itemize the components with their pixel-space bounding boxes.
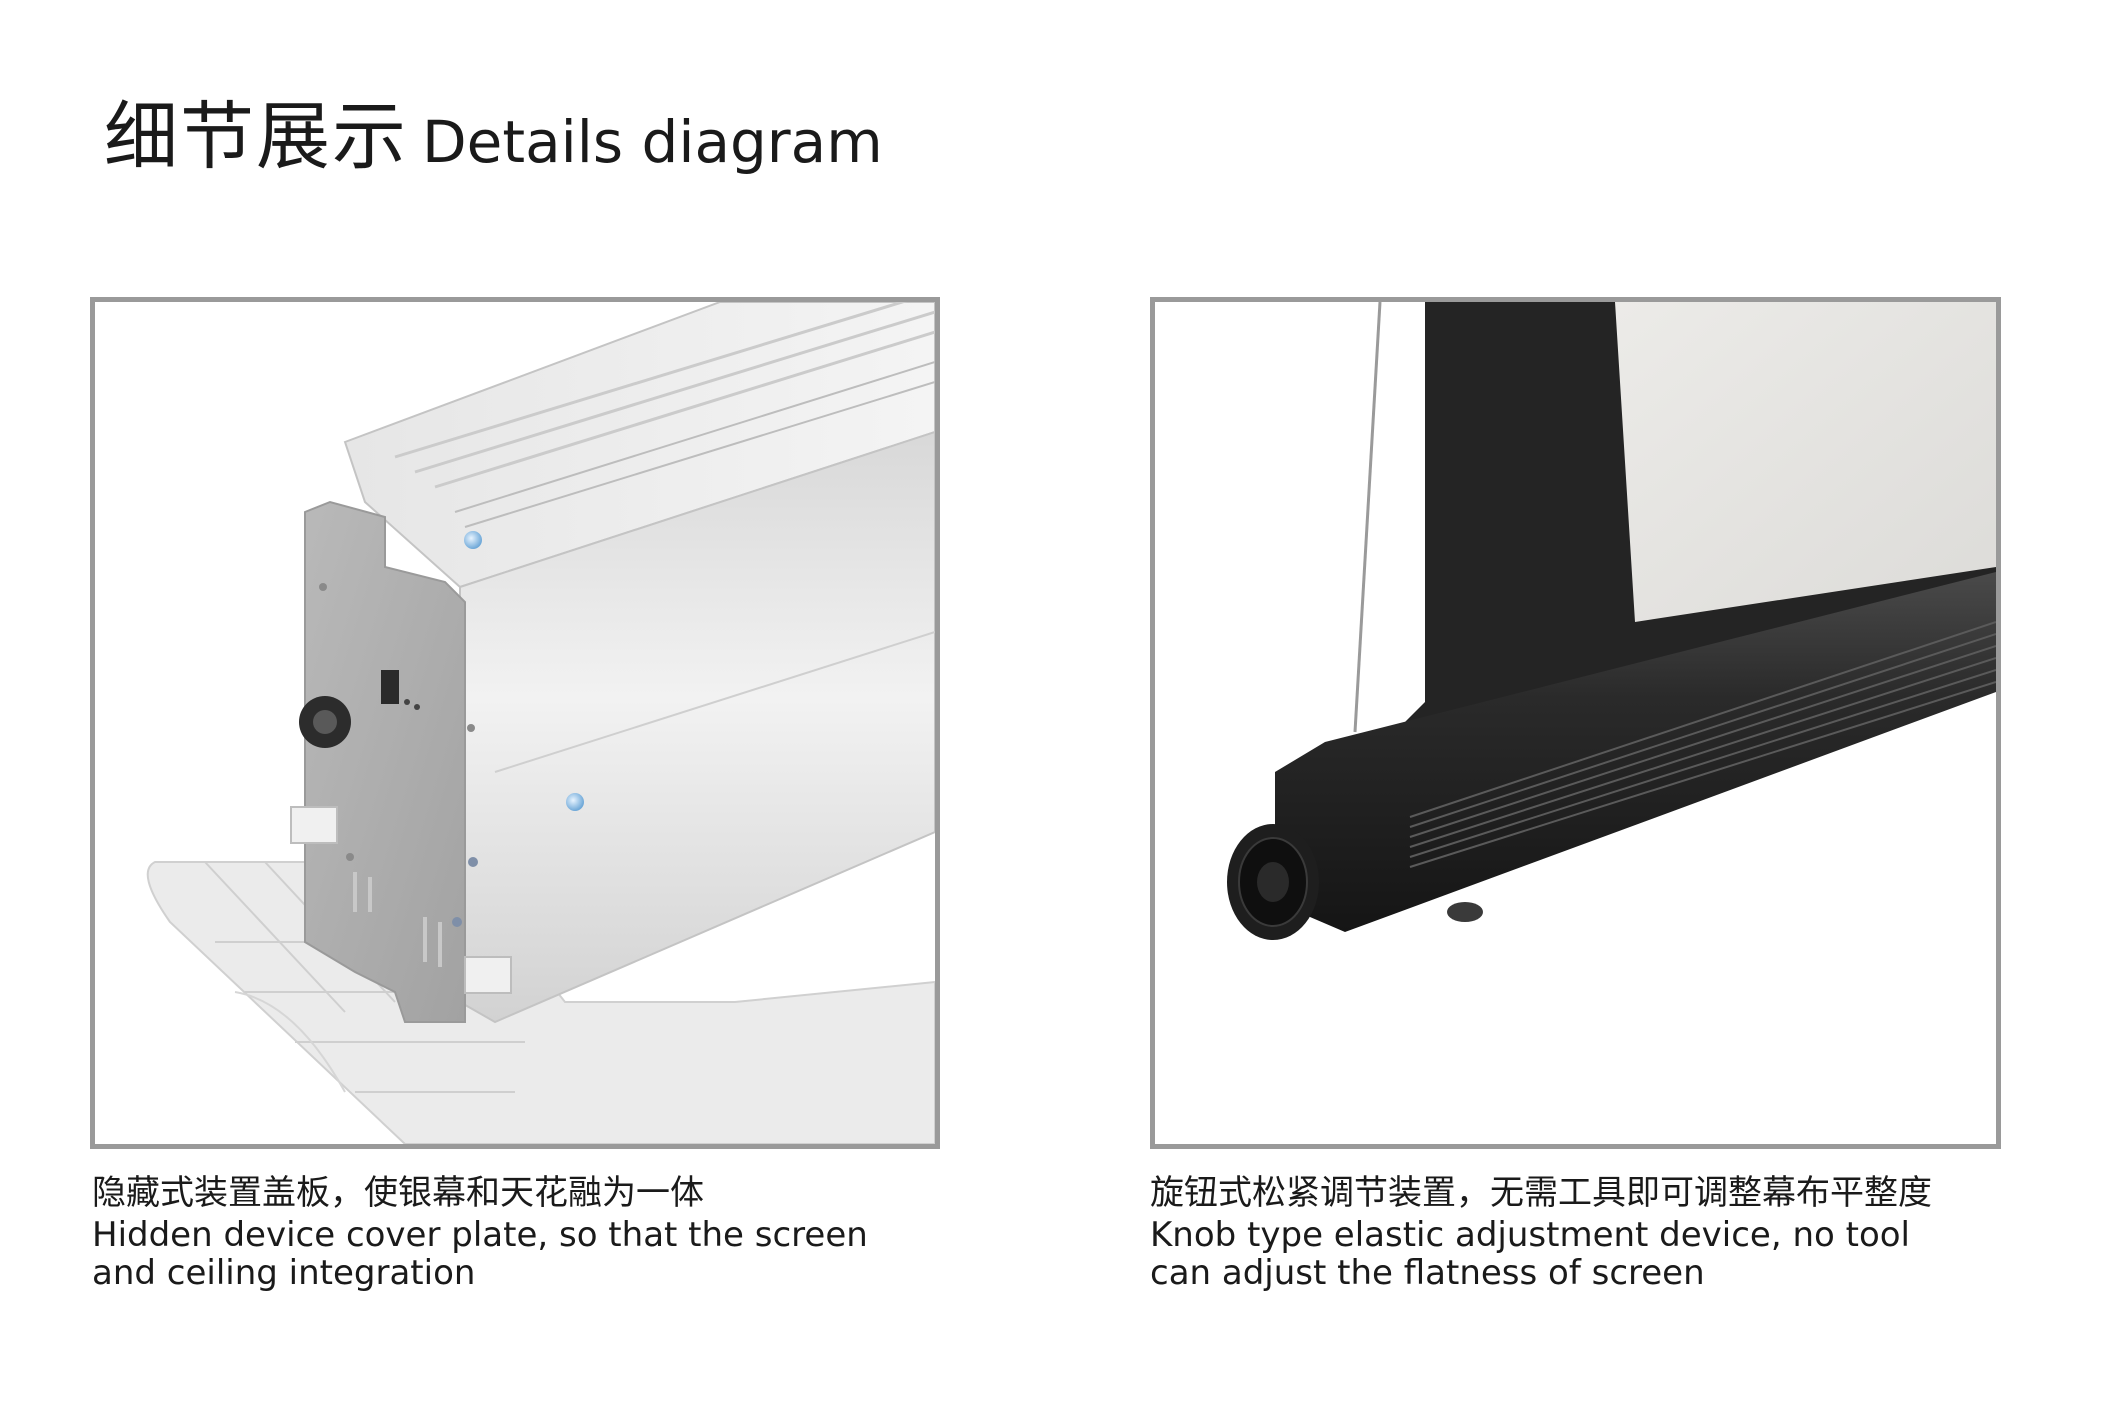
page-title-zh: 细节展示 bbox=[104, 94, 408, 180]
tension-wire bbox=[1353, 302, 1382, 733]
caption-housing-zh: 隐藏式装置盖板，使银幕和天花融为一体 bbox=[92, 1173, 704, 1213]
caption-housing-en: Hidden device cover plate, so that the s… bbox=[92, 1215, 868, 1293]
mount-clip bbox=[464, 956, 512, 994]
knob-detail-illustration bbox=[1227, 302, 1996, 940]
caption-knob: 旋钮式松紧调节装置，无需工具即可调整幕布平整度 Knob type elasti… bbox=[1150, 1174, 1970, 1292]
caption-knob-en: Knob type elastic adjustment device, no … bbox=[1150, 1215, 1911, 1293]
screen-surface bbox=[1615, 302, 1996, 622]
caption-housing: 隐藏式装置盖板，使银幕和天花融为一体 Hidden device cover p… bbox=[92, 1174, 912, 1292]
page-title-en: Details diagram bbox=[422, 108, 883, 176]
bottom-bar bbox=[1275, 572, 1996, 932]
screw bbox=[464, 531, 482, 549]
screw bbox=[566, 793, 584, 811]
adjustment-knob bbox=[1227, 824, 1319, 940]
mount-clip bbox=[290, 806, 338, 844]
housing-detail-image-frame bbox=[90, 297, 940, 1149]
housing-end-cap bbox=[304, 500, 466, 1023]
caption-knob-zh: 旋钮式松紧调节装置，无需工具即可调整幕布平整度 bbox=[1150, 1173, 1932, 1213]
knob-detail-image-frame bbox=[1150, 297, 2001, 1149]
switch-port bbox=[381, 670, 399, 704]
housing-detail-illustration bbox=[146, 302, 935, 1144]
housing-top-face bbox=[343, 302, 935, 589]
